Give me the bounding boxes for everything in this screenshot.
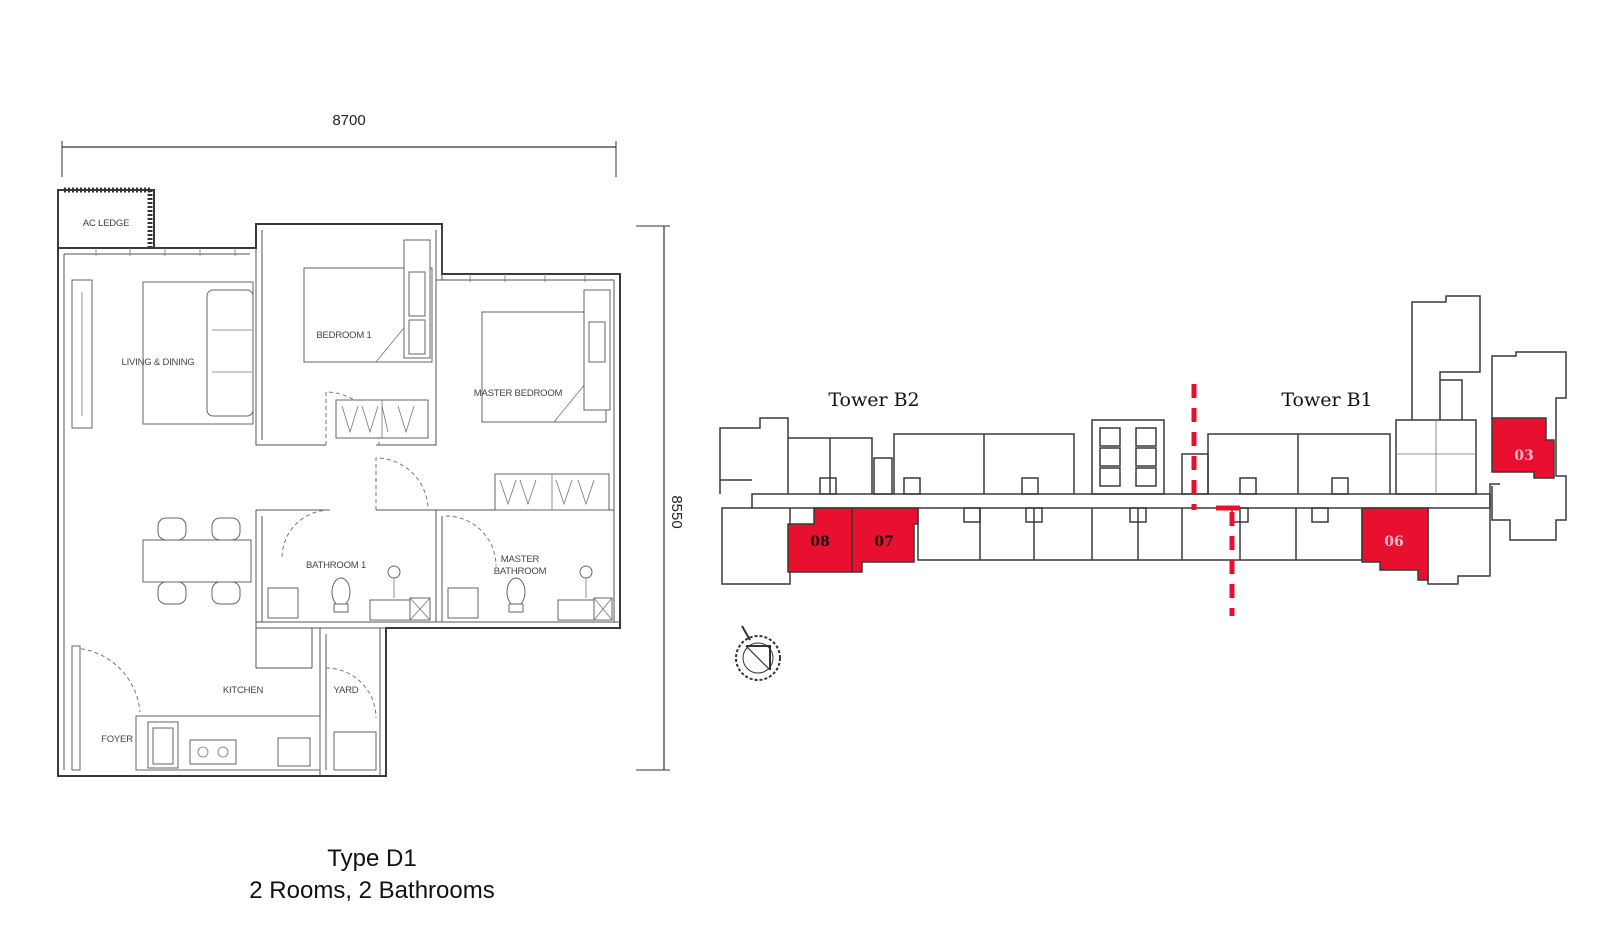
width-dimension-label: 8700 <box>332 112 365 129</box>
bedroom1-furniture <box>303 239 433 439</box>
unit-03-label: 03 <box>1514 448 1533 464</box>
kitchen-fixtures <box>135 715 377 771</box>
ac-ledge-label: AC LEDGE <box>83 218 129 229</box>
door-swings <box>73 391 497 719</box>
width-dimension: 8700 <box>61 112 617 177</box>
unit-06 <box>1361 507 1429 581</box>
key-plan: Tower B2 Tower B1 <box>719 295 1567 681</box>
unit-description-label: 2 Rooms, 2 Bathrooms <box>249 877 494 904</box>
unit-06-label: 06 <box>1384 534 1403 550</box>
north-units <box>719 295 1481 495</box>
yard-label: YARD <box>334 685 359 696</box>
master-bedroom-label: MASTER BEDROOM <box>474 388 563 399</box>
tower-b1-label: Tower B1 <box>1281 389 1372 411</box>
unit-07-label: 07 <box>874 534 893 550</box>
living-dining-label: LIVING & DINING <box>121 357 194 368</box>
unit-type-label: Type D1 <box>327 845 416 872</box>
bedroom1-label: BEDROOM 1 <box>316 330 371 341</box>
bathroom-fixtures <box>267 565 613 621</box>
tower-b2-label: Tower B2 <box>828 389 919 411</box>
interior-walls <box>255 230 620 776</box>
outer-walls <box>57 187 621 777</box>
bathroom1-label: BATHROOM 1 <box>306 560 366 571</box>
depth-dimension: 8550 <box>636 225 685 771</box>
tower-divider <box>1191 384 1240 616</box>
foyer-label: FOYER <box>101 734 133 745</box>
master-bathroom-label-line1: MASTER <box>501 554 540 565</box>
kitchen-label: KITCHEN <box>223 685 264 696</box>
highlighted-units: 08 07 06 03 <box>787 417 1555 581</box>
room-labels: AC LEDGE LIVING & DINING BEDROOM 1 MASTE… <box>83 218 563 745</box>
unit-caption: Type D1 2 Rooms, 2 Bathrooms <box>249 845 494 904</box>
east-wing <box>1491 351 1567 541</box>
unit-03 <box>1491 417 1555 479</box>
floor-plan: 8700 8550 <box>57 112 685 777</box>
corridor <box>751 493 1491 509</box>
unit-08-label: 08 <box>810 534 829 550</box>
unit-07 <box>851 507 919 573</box>
master-bathroom-label-line2: BATHROOM <box>494 566 547 577</box>
north-compass-icon <box>735 625 781 681</box>
depth-dimension-label: 8550 <box>668 495 685 528</box>
master-bedroom-furniture <box>481 289 611 511</box>
living-dining-furniture <box>71 279 254 771</box>
